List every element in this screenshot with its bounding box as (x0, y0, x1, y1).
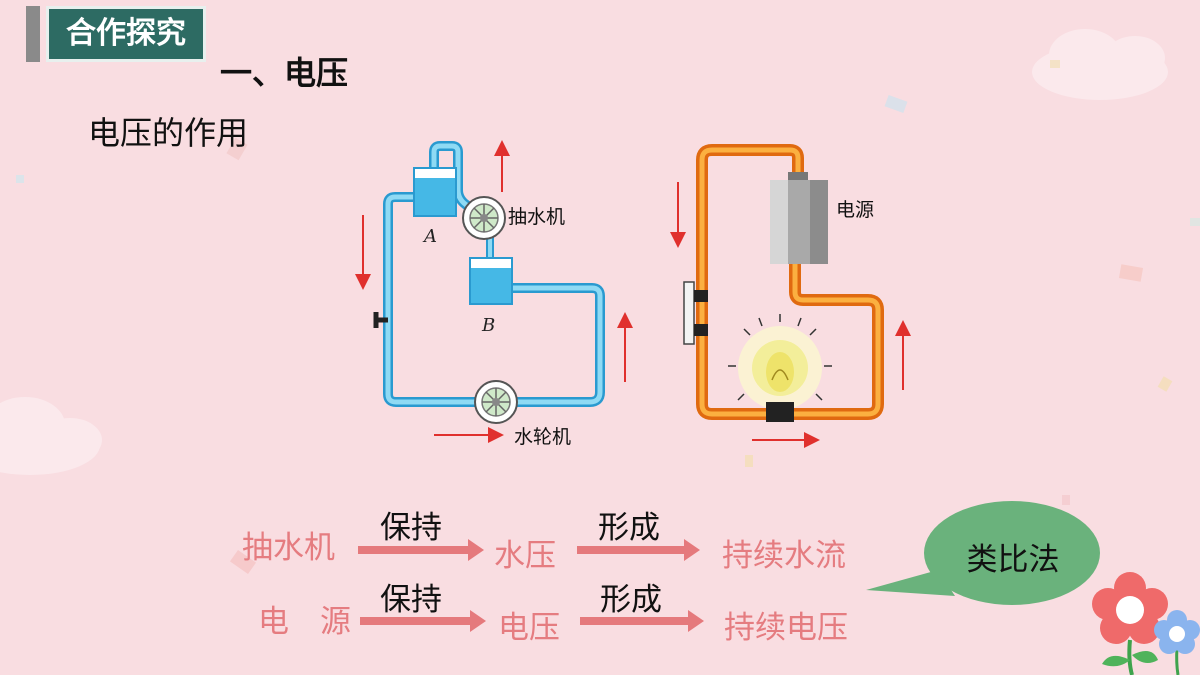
turbine-label: 水轮机 (514, 426, 571, 448)
flower-icon (1092, 572, 1200, 675)
pump-label: 抽水机 (508, 206, 565, 228)
pump-wheel-icon (462, 196, 506, 240)
speech-bubble (866, 501, 1100, 605)
electric-circuit-diagram: 电源 (670, 144, 911, 448)
cloud-icon (0, 29, 1168, 475)
analogy-row2-verb1: 保持 (380, 582, 442, 618)
battery-icon (770, 172, 828, 264)
page-title: 一、电压 (220, 54, 349, 92)
tank-b-label: B (481, 315, 495, 336)
analogy-row1-middle: 水压 (494, 538, 556, 574)
analogy-row1-cause: 抽水机 (242, 530, 335, 566)
arrow-row1-keep (358, 539, 484, 561)
analogy-row1-result: 持续水流 (722, 538, 846, 574)
confetti (16, 60, 1200, 575)
arrow-row1-form (577, 539, 700, 561)
analogy-row1-verb2: 形成 (598, 510, 660, 546)
analogy-row2-result: 持续电压 (724, 610, 848, 646)
light-bulb-icon (728, 314, 832, 422)
badge-accent-bar (26, 6, 40, 62)
method-label: 类比法 (966, 542, 1060, 578)
arrow-row2-form (580, 610, 704, 632)
section-badge: 合作探究 (46, 6, 206, 62)
analogy-row1-verb1: 保持 (380, 510, 442, 546)
water-circuit-diagram: A B 抽水机 水轮机 (355, 140, 633, 448)
arrow-row2-keep (360, 610, 486, 632)
turbine-wheel-icon (474, 380, 518, 424)
switch-icon (683, 281, 708, 345)
analogy-row2-verb2: 形成 (600, 582, 662, 618)
power-source-label: 电源 (836, 199, 874, 221)
analogy-row2-middle: 电压 (498, 610, 560, 646)
analogy-row2-cause: 电 源 (258, 604, 351, 640)
analogy-arrows (358, 539, 704, 632)
tank-a-label: A (422, 226, 437, 247)
page-subtitle: 电压的作用 (88, 114, 249, 152)
